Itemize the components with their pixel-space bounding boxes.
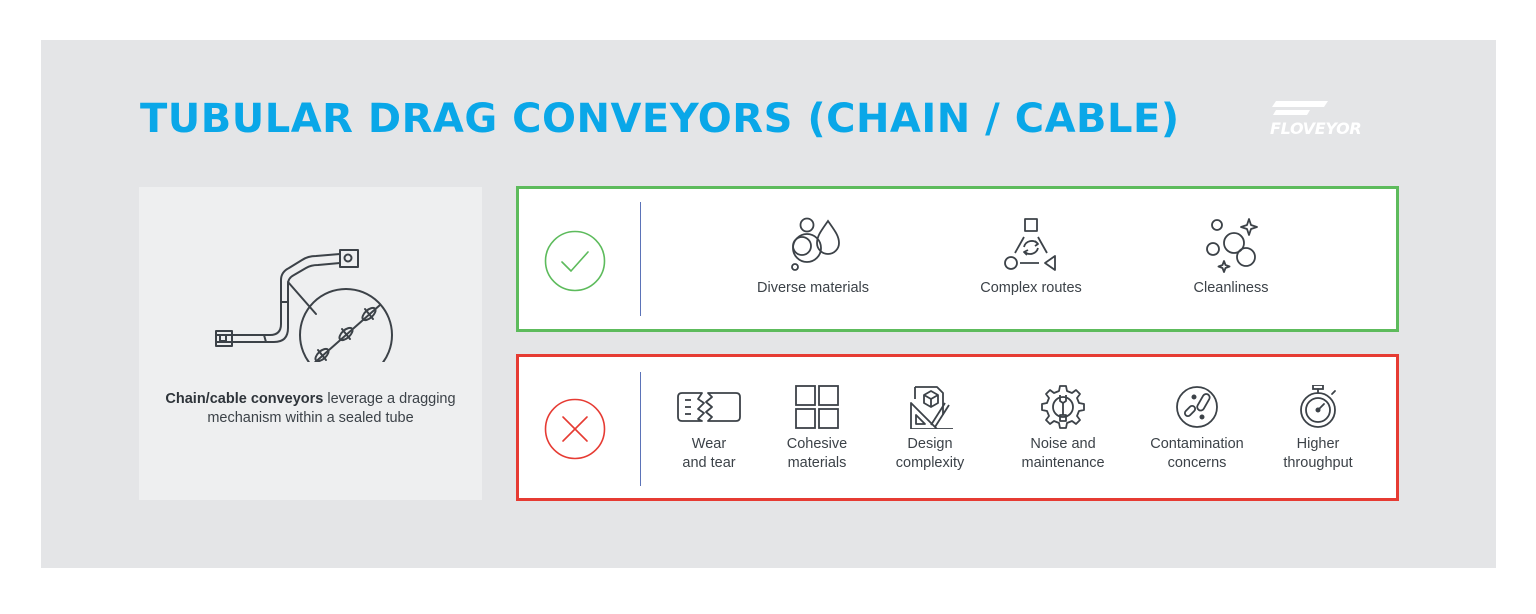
gear-wrench-icon bbox=[1041, 385, 1085, 429]
advantage-label: Cleanliness bbox=[1193, 280, 1269, 296]
sparkle-bubbles-icon bbox=[1206, 218, 1258, 273]
caption-bold: Chain/cable conveyors bbox=[165, 391, 324, 407]
disadvantage-label: Higher throughput bbox=[1283, 436, 1353, 471]
disadvantage-label: Wear and tear bbox=[682, 436, 736, 471]
advantage-label: Complex routes bbox=[980, 280, 1082, 296]
disadvantage-label: Contamination concerns bbox=[1150, 436, 1244, 471]
disadvantage-design-complexity: Design complexity bbox=[875, 385, 985, 473]
route-shapes-icon bbox=[1004, 218, 1056, 271]
advantage-label: Diverse materials bbox=[757, 280, 869, 296]
advantage-diverse-materials: Diverse materials bbox=[729, 215, 897, 298]
disadvantages-box: Wear and tear Cohesive materials Design … bbox=[516, 354, 1399, 501]
cross-icon bbox=[544, 398, 606, 460]
disadvantage-wear-and-tear: Wear and tear bbox=[659, 385, 759, 473]
grid-squares-icon bbox=[795, 385, 839, 429]
logo-mark-icon bbox=[1272, 101, 1328, 115]
bacteria-icon bbox=[1176, 386, 1218, 428]
blueprint-icon bbox=[910, 386, 953, 429]
tubular-conveyor-icon bbox=[215, 249, 393, 362]
disadvantage-label: Cohesive materials bbox=[786, 436, 848, 471]
disadvantage-noise-and-maintenance: Noise and maintenance bbox=[1003, 385, 1123, 473]
advantage-complex-routes: Complex routes bbox=[947, 215, 1115, 298]
floveyor-logo: FLOVEYOR bbox=[1270, 100, 1402, 140]
worn-part-icon bbox=[677, 392, 741, 422]
conveyor-illustration-card: Chain/cable conveyors leverage a draggin… bbox=[139, 187, 482, 500]
droplets-bubbles-icon bbox=[791, 217, 840, 271]
stopwatch-icon bbox=[1300, 385, 1336, 428]
conveyor-caption: Chain/cable conveyors leverage a draggin… bbox=[159, 390, 462, 428]
logo-text: FLOVEYOR bbox=[1270, 119, 1362, 138]
page-title: TUBULAR DRAG CONVEYORS (CHAIN / CABLE) bbox=[140, 96, 1180, 142]
disadvantage-label: Noise and maintenance bbox=[1021, 436, 1105, 471]
advantages-divider bbox=[640, 202, 641, 316]
checkmark-icon bbox=[544, 230, 606, 292]
caption-rest: leverage a dragging mechanism within a s… bbox=[207, 391, 456, 426]
disadvantage-contamination-concerns: Contamination concerns bbox=[1137, 385, 1257, 473]
advantages-box: Diverse materials Complex routes Cleanli… bbox=[516, 186, 1399, 332]
disadvantage-higher-throughput: Higher throughput bbox=[1263, 385, 1373, 473]
advantage-cleanliness: Cleanliness bbox=[1147, 215, 1315, 298]
disadvantage-cohesive-materials: Cohesive materials bbox=[767, 385, 867, 473]
disadvantage-label: Design complexity bbox=[895, 436, 965, 471]
disadvantages-divider bbox=[640, 372, 641, 486]
